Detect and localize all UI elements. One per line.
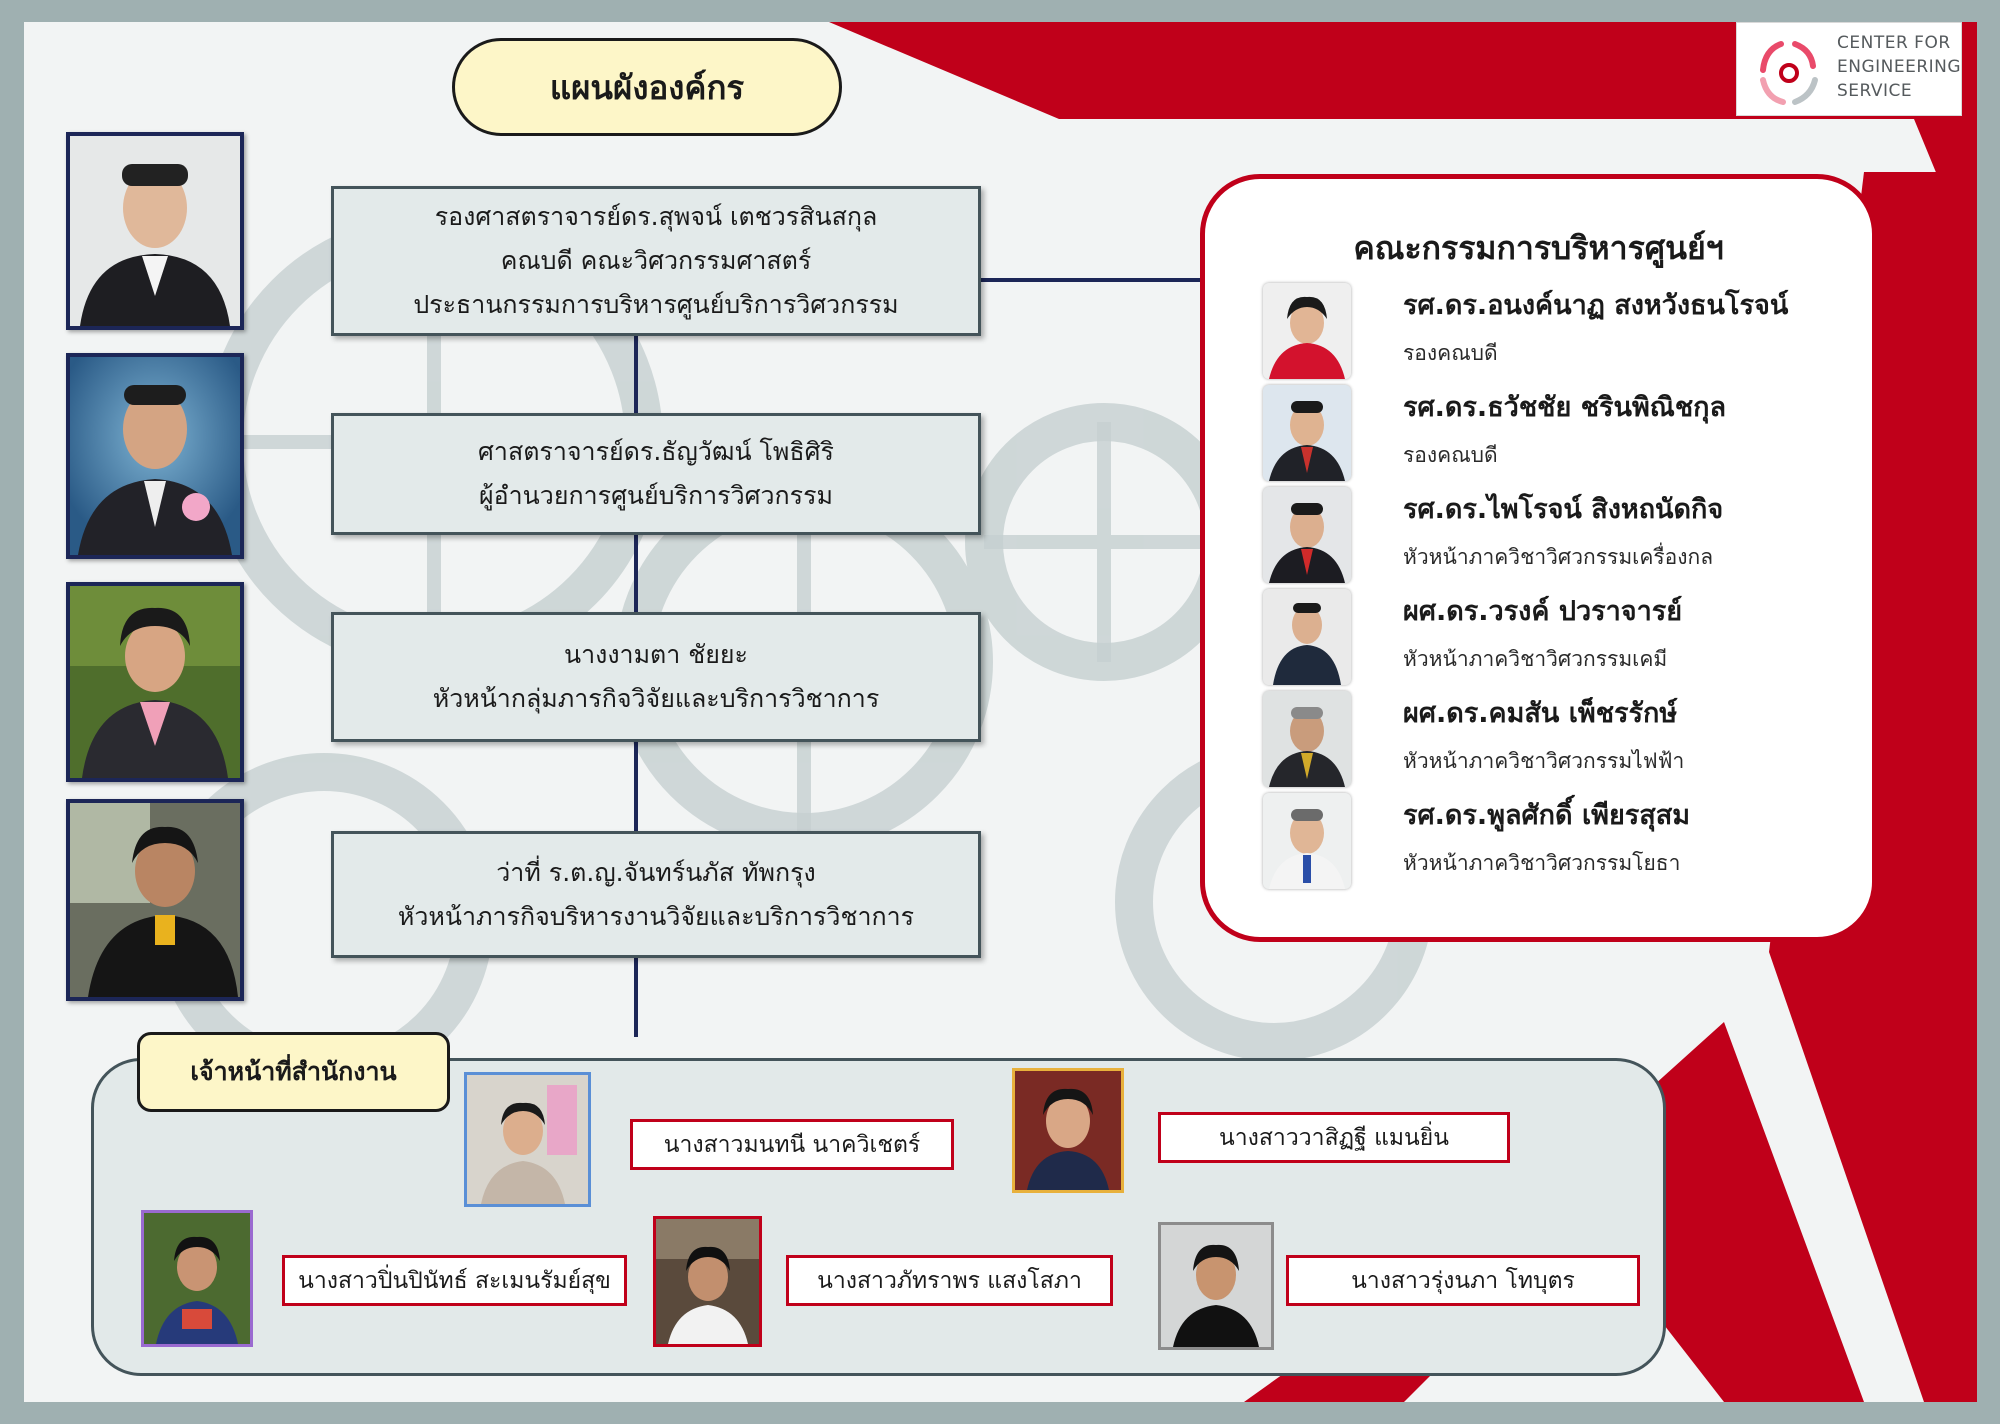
committee-member: ผศ.ดร.คมสัน เพ็ชรรักษ์ หัวหน้าภาควิชาวิศ…: [1263, 691, 1863, 791]
member-role: หัวหน้าภาควิชาวิศวกรรมเครื่องกล: [1403, 545, 1714, 569]
staff-name: นางสาวมนทนี นาควิเชตร์: [630, 1119, 954, 1170]
chain-line: ประธานกรรมการบริหารศูนย์บริการวิศวกรรม: [413, 290, 899, 319]
staff-photo: [141, 1210, 253, 1347]
committee-member: รศ.ดร.ไพโรจน์ สิงหถนัดกิจ หัวหน้าภาควิชา…: [1263, 487, 1863, 587]
staff-name-text: นางสาวปิ่นปินัทธ์ สะเมนรัมย์สุข: [298, 1267, 611, 1294]
admin-head-photo: [66, 799, 244, 1001]
committee-member: รศ.ดร.พูลศักดิ์ เพียรสุสม หัวหน้าภาควิชา…: [1263, 793, 1863, 893]
chain-line: นางงามตา ชัยยะ: [564, 640, 748, 669]
logo-line: ENGINEERING: [1837, 57, 1962, 77]
staff-name: นางสาวปิ่นปินัทธ์ สะเมนรัมย์สุข: [282, 1255, 627, 1306]
member-photo: [1263, 793, 1351, 889]
logo-line: SERVICE: [1837, 81, 1913, 101]
staff-name-text: นางสาววาสิฏฐี แมนยิ่น: [1219, 1124, 1449, 1151]
staff-photo: [653, 1216, 762, 1347]
staff-section-label: เจ้าหน้าที่สำนักงาน: [137, 1032, 450, 1112]
chain-line: ศาสตราจารย์ดร.ธัญวัฒน์ โพธิศิริ: [478, 437, 834, 466]
chain-box-admin-head: ว่าที่ ร.ต.ญ.จันทร์นภัส ทัพกรุง หัวหน้าภ…: [331, 831, 981, 958]
logo-line: CENTER FOR: [1837, 33, 1951, 53]
staff-label-text: เจ้าหน้าที่สำนักงาน: [190, 1057, 397, 1086]
committee-title: คณะกรรมการบริหารศูนย์ฯ: [1353, 229, 1724, 267]
staff-photo: [1012, 1068, 1124, 1193]
member-photo: [1263, 589, 1351, 685]
committee-member: รศ.ดร.อนงค์นาฏ สงหวังธนโรจน์ รองคณบดี: [1263, 283, 1863, 383]
member-role: หัวหน้าภาควิชาวิศวกรรมโยธา: [1403, 851, 1681, 875]
member-name: รศ.ดร.ไพโรจน์ สิงหถนัดกิจ: [1403, 494, 1724, 525]
member-photo: [1263, 385, 1351, 481]
research-head-photo: [66, 582, 244, 782]
staff-photo: [464, 1072, 591, 1207]
staff-name-text: นางสาวภัทราพร แสงโสภา: [817, 1267, 1082, 1294]
committee-member: ผศ.ดร.วรงค์ ปวราจารย์ หัวหน้าภาควิชาวิศว…: [1263, 589, 1863, 689]
committee-panel: คณะกรรมการบริหารศูนย์ฯ รศ.ดร.อนงค์นาฏ สง…: [1200, 174, 1877, 942]
member-role: รองคณบดี: [1403, 443, 1498, 467]
chain-box-research-head: นางงามตา ชัยยะ หัวหน้ากลุ่มภารกิจวิจัยแล…: [331, 612, 981, 742]
chain-box-dean: รองศาสตราจารย์ดร.สุพจน์ เตชวรสินสกุล คณบ…: [331, 186, 981, 336]
staff-name: นางสาวภัทราพร แสงโสภา: [786, 1255, 1113, 1306]
chain-line: ผู้อำนวยการศูนย์บริการวิศวกรรม: [478, 481, 833, 510]
member-role: รองคณบดี: [1403, 341, 1498, 365]
member-name: ผศ.ดร.วรงค์ ปวราจารย์: [1403, 596, 1683, 627]
chain-box-director: ศาสตราจารย์ดร.ธัญวัฒน์ โพธิศิริ ผู้อำนวย…: [331, 413, 981, 535]
member-photo: [1263, 283, 1351, 379]
member-role: หัวหน้าภาควิชาวิศวกรรมเคมี: [1403, 647, 1668, 671]
member-name: รศ.ดร.ธวัชชัย ชรินพิณิชกุล: [1403, 392, 1727, 423]
center-logo: CENTER FOR ENGINEERING SERVICE: [1736, 22, 1962, 116]
org-chart-canvas: แผนผังองค์กร CENTER FOR ENGINEERING SERV…: [24, 22, 1977, 1402]
logo-text: CENTER FOR ENGINEERING SERVICE: [1837, 31, 1961, 103]
staff-name-text: นางสาวมนทนี นาควิเชตร์: [663, 1131, 921, 1158]
member-role: หัวหน้าภาควิชาวิศวกรรมไฟฟ้า: [1403, 749, 1685, 773]
member-name: รศ.ดร.อนงค์นาฏ สงหวังธนโรจน์: [1403, 290, 1789, 321]
page-title: แผนผังองค์กร: [452, 38, 842, 136]
member-name: ผศ.ดร.คมสัน เพ็ชรรักษ์: [1403, 698, 1678, 729]
chain-line: รองศาสตราจารย์ดร.สุพจน์ เตชวรสินสกุล: [434, 202, 878, 231]
staff-name: นางสาววาสิฏฐี แมนยิ่น: [1158, 1112, 1510, 1163]
member-photo: [1263, 691, 1351, 787]
committee-member: รศ.ดร.ธวัชชัย ชรินพิณิชกุล รองคณบดี: [1263, 385, 1863, 485]
staff-name: นางสาวรุ่งนภา โทบุตร: [1286, 1255, 1640, 1306]
dean-photo: [66, 132, 244, 330]
director-photo: [66, 353, 244, 559]
chain-line: หัวหน้าภารกิจบริหารงานวิจัยและบริการวิชา…: [397, 901, 915, 931]
staff-photo: [1158, 1222, 1274, 1350]
page-title-text: แผนผังองค์กร: [549, 67, 745, 107]
staff-name-text: นางสาวรุ่งนภา โทบุตร: [1351, 1267, 1575, 1294]
member-photo: [1263, 487, 1351, 583]
chain-line: ว่าที่ ร.ต.ญ.จันทร์นภัส ทัพกรุง: [496, 857, 816, 887]
member-name: รศ.ดร.พูลศักดิ์ เพียรสุสม: [1403, 800, 1691, 831]
chain-line: หัวหน้ากลุ่มภารกิจวิจัยและบริการวิชาการ: [432, 684, 880, 713]
chain-line: คณบดี คณะวิศวกรรมศาสตร์: [500, 246, 812, 275]
ces-logo-icon: [1760, 41, 1818, 105]
